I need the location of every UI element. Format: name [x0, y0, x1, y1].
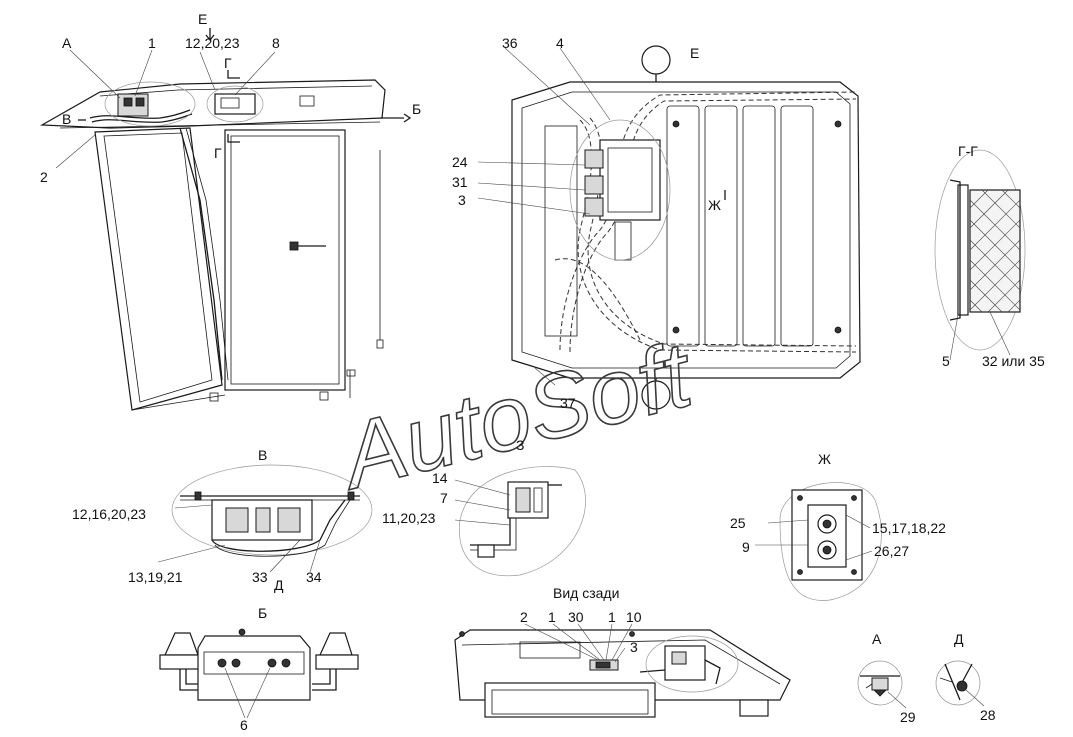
detail-a — [857, 660, 907, 709]
label-view-e-title: Е — [690, 45, 699, 61]
label-view-z-title: З — [516, 437, 524, 453]
label-26-27: 26,27 — [874, 543, 909, 559]
label-section-g-g: Г-Г — [958, 143, 978, 159]
label-detail-a: А — [872, 631, 882, 647]
label-6: 6 — [240, 717, 248, 733]
label-13-19-21: 13,19,21 — [128, 569, 183, 585]
label-3: 3 — [458, 192, 466, 208]
label-32-or-35: 32 или 35 — [982, 353, 1045, 369]
section-g-g — [934, 149, 1026, 361]
label-rear-view: Вид сзади — [553, 585, 619, 601]
label-4: 4 — [556, 35, 564, 51]
label-1: 1 — [148, 35, 156, 51]
label-33: 33 — [252, 569, 268, 585]
callout-labels: А 1 Е 12,20,23 8 Г Г В Б 2 36 4 Е 24 31 … — [40, 11, 1045, 733]
label-view-a: А — [62, 35, 72, 51]
label-24: 24 — [452, 154, 468, 170]
label-12-16-20-23: 12,16,20,23 — [72, 506, 146, 522]
label-rear-2: 2 — [520, 609, 528, 625]
label-15-17-18-22: 15,17,18,22 — [872, 520, 946, 536]
label-2: 2 — [40, 169, 48, 185]
label-rear-1b: 1 — [608, 609, 616, 625]
view-b — [159, 628, 359, 719]
label-view-b-title: Б — [258, 605, 267, 621]
cab-side-view — [39, 28, 412, 411]
label-28: 28 — [980, 707, 996, 723]
label-12-20-23: 12,20,23 — [185, 35, 240, 51]
label-5: 5 — [942, 353, 950, 369]
label-31: 31 — [452, 174, 468, 190]
label-detail-d: Д — [954, 631, 964, 647]
label-view-e-arrow: Е — [198, 11, 207, 27]
label-29: 29 — [900, 709, 916, 725]
label-view-d-arrow: Д — [274, 577, 284, 593]
view-z — [454, 466, 586, 577]
rear-view — [454, 623, 791, 718]
label-11-20-23: 11,20,23 — [382, 510, 436, 526]
label-7: 7 — [440, 490, 448, 506]
label-rear-3: 3 — [630, 639, 638, 655]
label-cut-g-bottom: Г — [214, 145, 222, 161]
label-8: 8 — [272, 35, 280, 51]
label-view-v-arrow: В — [62, 111, 71, 127]
label-cut-g-top: Г — [224, 55, 232, 71]
view-e-roof-top — [477, 45, 861, 410]
label-view-v-title: В — [258, 447, 267, 463]
label-view-b-arrow: Б — [412, 101, 421, 117]
label-25: 25 — [730, 515, 746, 531]
label-9: 9 — [742, 539, 750, 555]
detail-d — [935, 660, 985, 707]
label-14: 14 — [432, 470, 448, 486]
label-34: 34 — [306, 569, 322, 585]
label-rear-30: 30 — [568, 609, 584, 625]
label-rear-10: 10 — [626, 609, 642, 625]
view-zh — [755, 482, 882, 601]
view-v — [157, 464, 373, 573]
label-view-zh-title: Ж — [818, 451, 831, 467]
label-view-zh-arrow: Ж — [708, 197, 721, 213]
label-36: 36 — [502, 35, 518, 51]
label-rear-1a: 1 — [548, 609, 556, 625]
label-37: 37 — [560, 395, 576, 411]
